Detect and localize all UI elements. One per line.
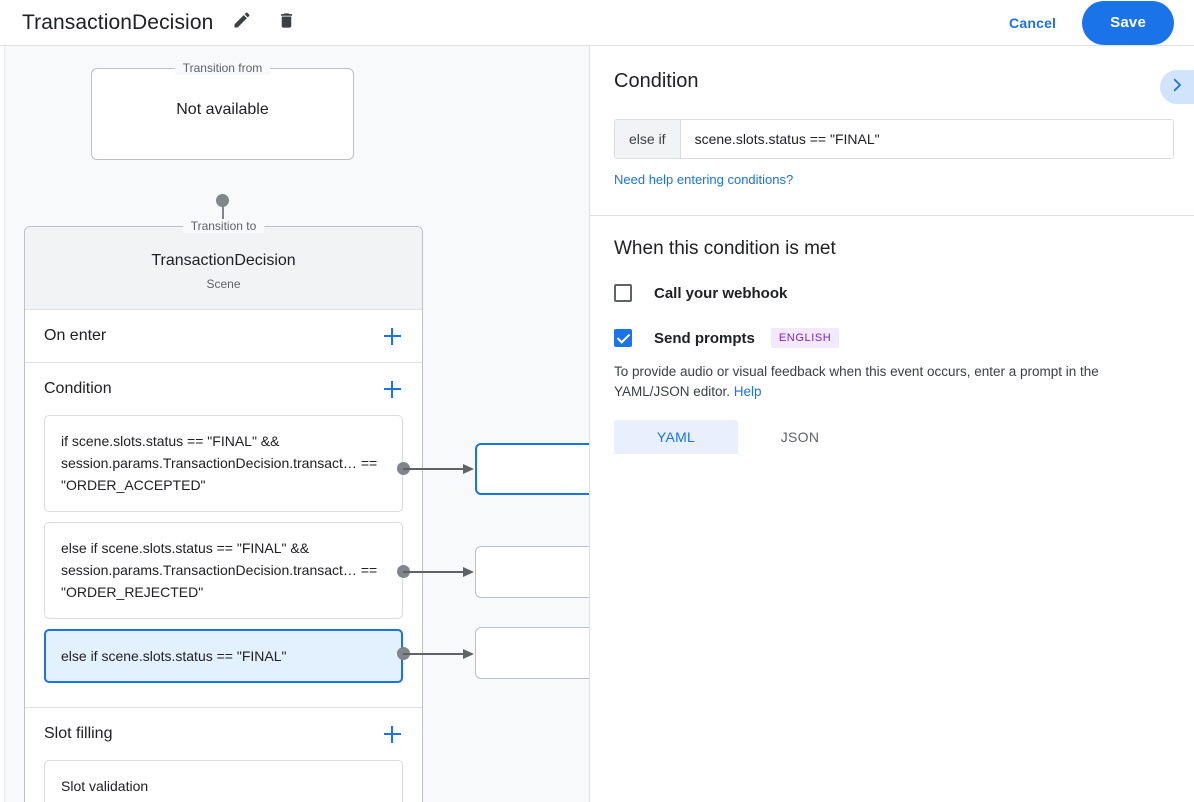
scene-type: Scene [206, 277, 241, 291]
slot-validation-item[interactable]: Slot validation [44, 760, 403, 802]
connector-2 [397, 647, 477, 660]
language-badge: ENGLISH [770, 328, 840, 348]
add-condition-plus-icon[interactable] [380, 377, 404, 401]
when-condition-heading: When this condition is met [614, 238, 836, 259]
connector-line-2 [403, 653, 465, 655]
transition-to-legend: Transition to [182, 219, 265, 233]
condition-section: Condition else if Need help entering con… [590, 46, 1194, 216]
connector-arrow-2 [463, 648, 474, 659]
send-prompts-label: Send prompts [654, 329, 755, 347]
prompts-hint-text: To provide audio or visual feedback when… [614, 364, 1099, 399]
expand-panel-button[interactable] [1160, 70, 1194, 104]
scene-name: TransactionDecision [151, 252, 296, 269]
edit-name-button[interactable] [227, 8, 257, 38]
connector-line-1 [403, 571, 465, 573]
section-slot-filling-header: Slot filling [25, 708, 422, 760]
call-webhook-label: Call your webhook [654, 284, 788, 302]
add-on-enter-plus-icon[interactable] [380, 324, 404, 348]
panel-heading: Condition [614, 70, 699, 92]
section-on-enter-title: On enter [44, 327, 107, 344]
condition-item-0[interactable]: if scene.slots.status == "FINAL" && sess… [44, 415, 403, 512]
section-on-enter-header: On enter [25, 310, 422, 362]
section-condition: Condition if scene.slots.status == "FINA… [25, 362, 422, 707]
connector-arrow-1 [463, 566, 474, 577]
page-title: TransactionDecision [22, 10, 214, 34]
send-prompts-checkbox[interactable] [614, 329, 632, 347]
connector-1 [397, 565, 477, 578]
condition-keyword-label: else if [615, 120, 681, 158]
call-webhook-checkbox[interactable] [614, 284, 632, 302]
section-condition-header: Condition [25, 363, 422, 415]
chevron-right-icon [1168, 76, 1186, 99]
section-slot-filling-title: Slot filling [44, 725, 113, 742]
tab-yaml[interactable]: YAML [614, 420, 738, 454]
section-condition-title: Condition [44, 380, 112, 397]
transition-to-card[interactable]: Transition to TransactionDecision Scene … [24, 219, 423, 802]
call-webhook-row[interactable]: Call your webhook [614, 284, 1194, 302]
main-content: Transition from Not available Transition… [0, 46, 1194, 802]
pencil-icon [232, 10, 252, 35]
section-slot-filling: Slot filling Slot validation [25, 707, 422, 802]
connector-0 [397, 462, 477, 475]
when-condition-met-section: When this condition is met Call your web… [590, 216, 1194, 454]
condition-item-1[interactable]: else if scene.slots.status == "FINAL" &&… [44, 522, 403, 619]
scene-header: Transition to TransactionDecision Scene [25, 219, 422, 309]
send-prompts-row[interactable]: Send prompts ENGLISH [614, 328, 1194, 348]
target-node-2[interactable] [475, 627, 589, 679]
condition-item-2[interactable]: else if scene.slots.status == "FINAL" [44, 629, 403, 683]
condition-input-row[interactable]: else if [614, 119, 1174, 159]
target-node-0[interactable] [475, 443, 589, 495]
transition-from-legend: Transition from [174, 61, 271, 75]
editor-format-tabs: YAML JSON [614, 420, 1194, 454]
transition-from-card[interactable]: Transition from Not available [91, 61, 354, 160]
target-node-1[interactable] [475, 546, 589, 598]
cancel-button[interactable]: Cancel [993, 7, 1072, 39]
prompts-hint: To provide audio or visual feedback when… [614, 362, 1170, 402]
top-toolbar: TransactionDecision Cancel Save [0, 0, 1194, 46]
section-on-enter: On enter [25, 309, 422, 362]
save-button[interactable]: Save [1082, 0, 1174, 45]
condition-expression-input[interactable] [680, 120, 1173, 158]
condition-help-link[interactable]: Need help entering conditions? [614, 172, 794, 187]
delete-button[interactable] [271, 8, 301, 38]
add-slot-filling-plus-icon[interactable] [380, 722, 404, 746]
scene-graph-canvas[interactable]: Transition from Not available Transition… [0, 46, 589, 802]
transition-from-value: Not available [176, 101, 269, 118]
prompts-help-link[interactable]: Help [733, 384, 762, 399]
condition-detail-panel: Condition else if Need help entering con… [589, 46, 1194, 802]
connector-arrow-0 [463, 463, 474, 474]
trash-icon [277, 11, 296, 35]
tab-json[interactable]: JSON [780, 429, 820, 445]
connector-line-0 [403, 468, 465, 470]
